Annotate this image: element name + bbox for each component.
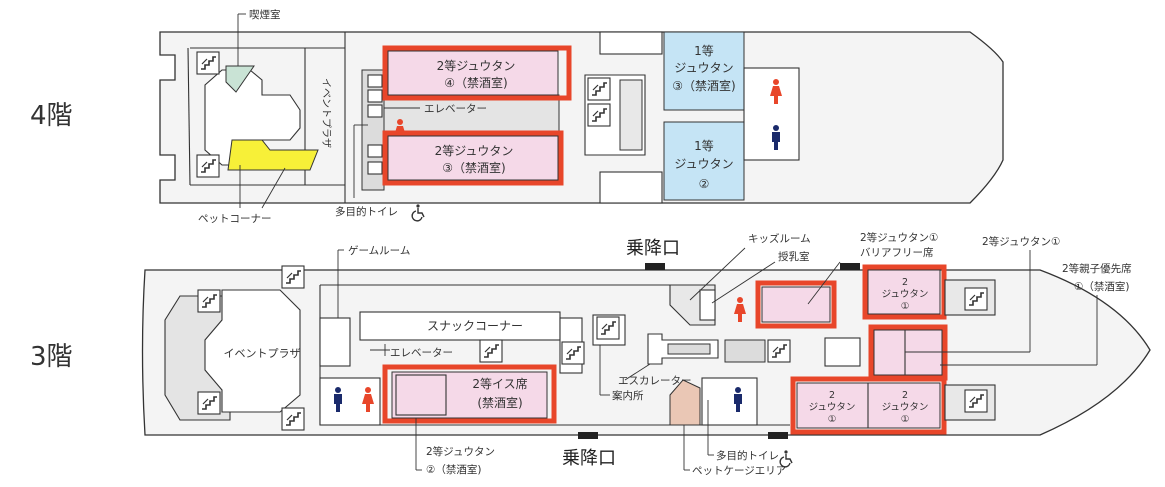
room-1-jutan-3-name: ジュウタン [674, 61, 733, 75]
highlight-room-2-jutan-1-bottom [790, 376, 947, 435]
room-br-note: ① [901, 414, 910, 425]
stairs-icon [587, 77, 611, 101]
chair-seat-note: (禁酒室) [477, 395, 522, 410]
highlight-barrier-free [755, 280, 837, 329]
pet-corner-label: ペットコーナー [198, 213, 272, 225]
mp-toilet-label-4f: 多目的トイレ [335, 205, 398, 218]
room-top-note: ① [901, 301, 910, 312]
nursing-room-label: 授乳室 [778, 250, 810, 263]
highlight-room-2-jutan-3 [382, 130, 564, 186]
elevator-label-3f: エレベーター [390, 347, 453, 359]
boarding-door-bottom-fwd [768, 432, 788, 439]
room-1-jutan-2 [663, 121, 745, 201]
bf-seat-note: バリアフリー席 [860, 246, 934, 259]
room-2-jutan-3-note: ③（禁酒室) [442, 160, 505, 175]
room-1-jutan-2-name: ジュウタン [674, 157, 733, 171]
highlight-room-2-jutan-4 [382, 45, 572, 101]
parent-seat-note: ①（禁酒室) [1074, 280, 1130, 293]
stairs-icon [197, 289, 221, 313]
boarding-door-top [645, 263, 665, 270]
boarding-label-top: 乗降口 [626, 238, 680, 259]
stairs-icon [196, 51, 220, 75]
smoking-room-area [225, 65, 255, 93]
room-2-jutan-4-name: 2等ジュウタン [437, 59, 516, 73]
floor-label-4: 4階 [30, 101, 73, 131]
room-1-jutan-2-grade: 1等 [694, 139, 714, 153]
event-plaza-3f-label: イベントプラザ [224, 347, 301, 360]
room-2-jutan-3-name: 2等ジュウタン [435, 144, 514, 158]
stairs-icon [964, 389, 988, 413]
room-1-jutan-2-note: ② [699, 177, 710, 191]
bf-seat-name: 2等ジュウタン① [860, 231, 938, 244]
deck-4: イベントプラザ 喫煙室 ペットコーナー エレベーター 多目的トイレ 2等ジュウタ… [159, 8, 1004, 225]
room-1-jutan-3-note: ③（禁酒室) [672, 78, 735, 93]
parent-seat-name: 2等親子優先席 [1062, 262, 1132, 275]
stairs-icon [197, 391, 221, 415]
deck-3: イベントプラザ ゲームルーム スナックコーナー エレベーター 案内所 エスカレー… [141, 231, 1151, 477]
highlight-room-2-jutan-1-top [862, 264, 947, 320]
snack-corner [359, 311, 561, 341]
barrier-free-seat [761, 286, 831, 323]
room-bl-name: ジュウタン [809, 402, 856, 413]
stairs-icon [281, 265, 305, 289]
room-br-grade: 2 [902, 390, 908, 401]
room-2-jutan-3 [387, 135, 559, 181]
room-top-name: ジュウタン [882, 289, 929, 300]
escalator-label: エスカレーター [618, 375, 692, 387]
stairs-icon [196, 154, 220, 178]
stairs-icon [964, 287, 988, 311]
snack-corner-label: スナックコーナー [427, 319, 523, 333]
stairs-icon [281, 407, 305, 431]
kids-room-label: キッズルーム [748, 232, 811, 245]
stairs-icon [587, 103, 611, 127]
chair-seat-name: 2等イス席 [472, 376, 527, 391]
game-room-label: ゲームルーム [348, 245, 410, 257]
room-2-jutan-2-note: ②（禁酒室) [426, 463, 482, 476]
room-bl-grade: 2 [829, 390, 835, 401]
room-top-grade: 2 [902, 277, 908, 288]
boarding-label-bottom: 乗降口 [562, 448, 616, 469]
stairs-icon [596, 316, 620, 340]
pet-cage-label: ペットケージエリア [692, 465, 786, 477]
pet-corner-area [227, 139, 319, 171]
room-2-jutan-4-note: ④（禁酒室) [444, 75, 507, 90]
elevator-label-4f: エレベーター [424, 103, 487, 115]
event-plaza-4f-label: イベントプラザ [320, 78, 332, 148]
stairs-icon [479, 339, 503, 363]
mp-toilet-label-3f: 多目的トイレ [716, 449, 779, 462]
smoking-room-label: 喫煙室 [249, 8, 281, 21]
boarding-door-bottom [578, 432, 598, 439]
room-2-jutan-2-name: 2等ジュウタン [426, 445, 495, 458]
room-br-name: ジュウタン [882, 402, 929, 413]
room-1-jutan-3-grade: 1等 [694, 44, 714, 58]
boarding-door-top-fwd [840, 263, 860, 270]
info-desk-label: 案内所 [612, 389, 644, 402]
stairs-icon [767, 339, 791, 363]
room-2-jutan-1-label: 2等ジュウタン① [982, 235, 1060, 248]
highlight-chair-seat [382, 364, 557, 424]
room-2-jutan-4 [387, 50, 559, 96]
floor-label-3: 3階 [30, 342, 73, 372]
pet-cage-area [669, 379, 701, 426]
wheelchair-icon [411, 203, 425, 222]
stairs-icon [561, 341, 585, 365]
room-bl-note: ① [828, 414, 837, 425]
room-2-jutan-1-top [867, 269, 941, 315]
room-1-jutan-3 [663, 31, 745, 111]
